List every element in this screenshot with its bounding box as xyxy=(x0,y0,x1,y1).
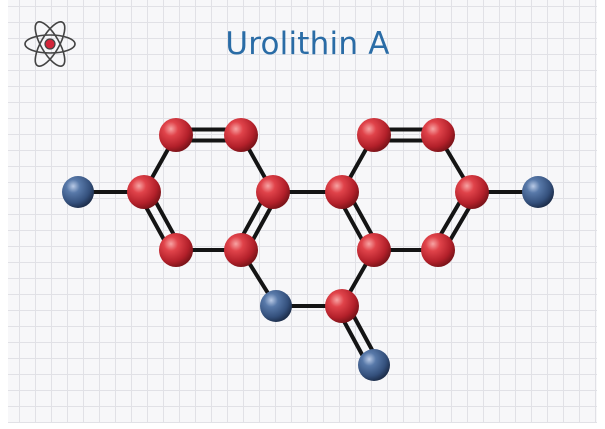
carbon-atom xyxy=(224,233,258,267)
carbon-atom xyxy=(127,175,161,209)
carbon-atom xyxy=(357,233,391,267)
carbon-atom xyxy=(421,233,455,267)
page-title: Urolithin A xyxy=(225,26,390,62)
atom-icon xyxy=(24,21,76,67)
carbon-atom xyxy=(357,118,391,152)
carbon-atom xyxy=(325,289,359,323)
carbon-atom xyxy=(256,175,290,209)
carbon-atom xyxy=(421,118,455,152)
frame-right xyxy=(597,0,605,429)
oxygen-atom xyxy=(62,176,94,208)
carbon-atom xyxy=(455,175,489,209)
carbon-atom xyxy=(159,233,193,267)
carbon-atom xyxy=(159,118,193,152)
oxygen-atom xyxy=(358,349,390,381)
oxygen-atom xyxy=(260,290,292,322)
oxygen-atom xyxy=(522,176,554,208)
frame-left xyxy=(0,0,8,429)
carbon-atom xyxy=(224,118,258,152)
frame-bottom xyxy=(0,423,605,429)
carbon-atom xyxy=(325,175,359,209)
